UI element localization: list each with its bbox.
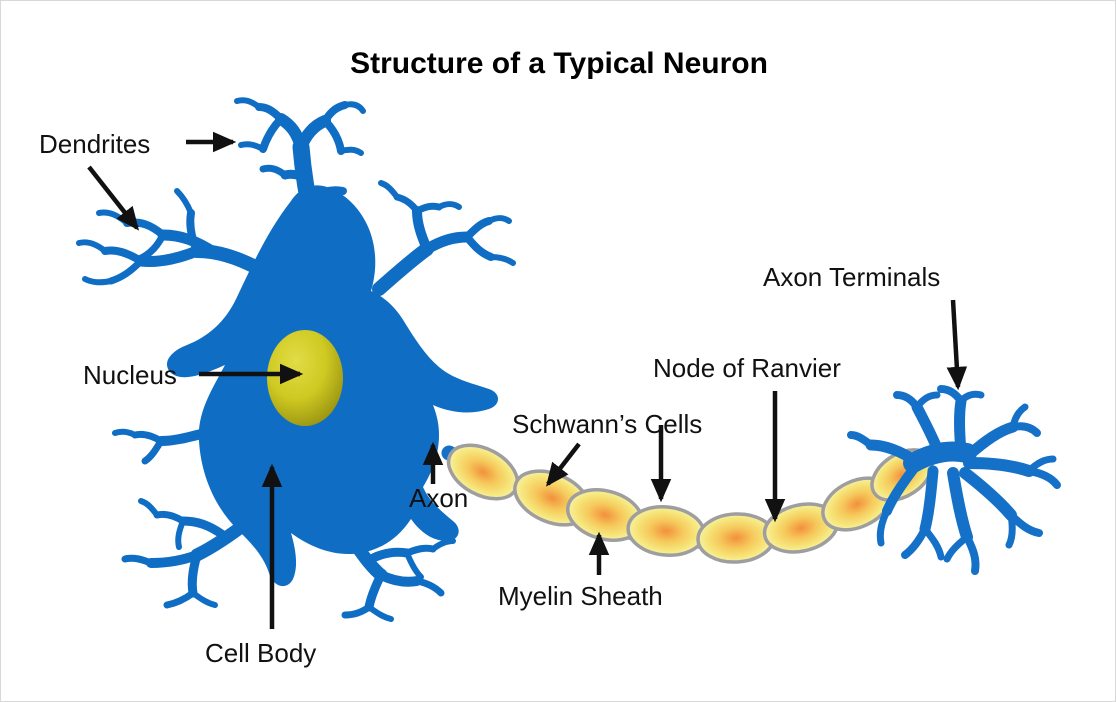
page-title: Structure of a Typical Neuron bbox=[350, 47, 768, 80]
dendrite-left-middle bbox=[112, 428, 210, 465]
myelin-segment bbox=[696, 512, 776, 564]
label-schwanns-cells: Schwann’s Cells bbox=[512, 409, 702, 439]
label-dendrites: Dendrites bbox=[39, 129, 150, 159]
label-axon-terminals: Axon Terminals bbox=[763, 262, 940, 292]
arrow-dendrites-down bbox=[87, 165, 140, 231]
label-node-of-ranvier: Node of Ranvier bbox=[653, 353, 841, 383]
label-axon: Axon bbox=[409, 483, 468, 513]
arrow-schwanns-cells bbox=[545, 442, 581, 487]
dendrite-upper-right bbox=[372, 180, 516, 296]
myelin-segment bbox=[626, 505, 706, 557]
arrow-axon-terminals bbox=[946, 299, 968, 391]
dendrite-top-center bbox=[234, 97, 366, 232]
dendrite-lower-right bbox=[341, 534, 456, 622]
axon-terminal-arbor bbox=[847, 385, 1061, 575]
myelin-sheath-group bbox=[446, 443, 934, 564]
neuron-cell bbox=[76, 97, 1061, 622]
label-myelin-sheath: Myelin Sheath bbox=[498, 581, 663, 611]
dendrite-upper-left bbox=[76, 188, 266, 286]
nucleus-ellipse bbox=[267, 330, 343, 426]
label-cell-body: Cell Body bbox=[205, 638, 316, 668]
dendrite-lower-left bbox=[121, 498, 256, 609]
label-nucleus: Nucleus bbox=[83, 360, 177, 390]
